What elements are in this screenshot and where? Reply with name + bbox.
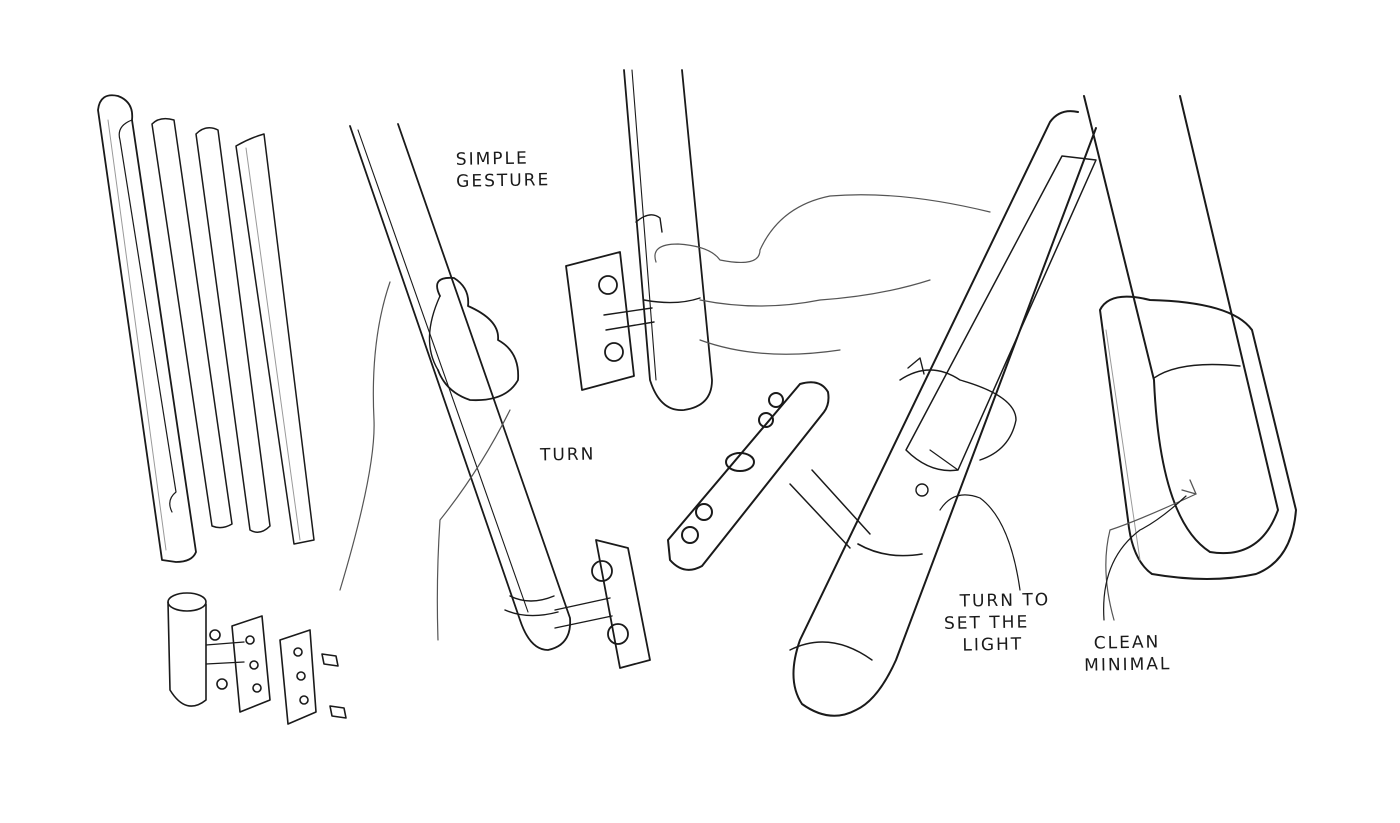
annotation-line: LIGHT xyxy=(962,634,1024,656)
annotation-line: TURN TO xyxy=(959,590,1051,612)
annotation-line: TURN xyxy=(539,444,596,466)
mounting-hardware xyxy=(167,592,347,725)
annotation-turn: TURN xyxy=(540,444,596,467)
annotation-leaders xyxy=(939,494,1187,621)
annotation-clean-minimal: CLEAN MINIMAL xyxy=(1084,631,1172,677)
rotating-light xyxy=(667,110,1097,717)
annotation-line: SET THE xyxy=(943,612,1030,634)
annotation-simple-gesture: SIMPLE GESTURE xyxy=(456,147,551,193)
annotation-line: MINIMAL xyxy=(1084,654,1172,676)
exploded-tube-parts xyxy=(97,94,315,563)
hand-pull-rod xyxy=(565,69,991,411)
annotation-line: CLEAN xyxy=(1093,632,1161,654)
annotation-turn-to-set-the-light: TURN TO SET THE LIGHT xyxy=(943,589,1051,657)
hand-grip-rod xyxy=(339,123,651,669)
clean-minimal-rod xyxy=(1083,95,1297,621)
annotation-line: GESTURE xyxy=(456,170,551,192)
annotation-line: SIMPLE xyxy=(455,148,529,170)
